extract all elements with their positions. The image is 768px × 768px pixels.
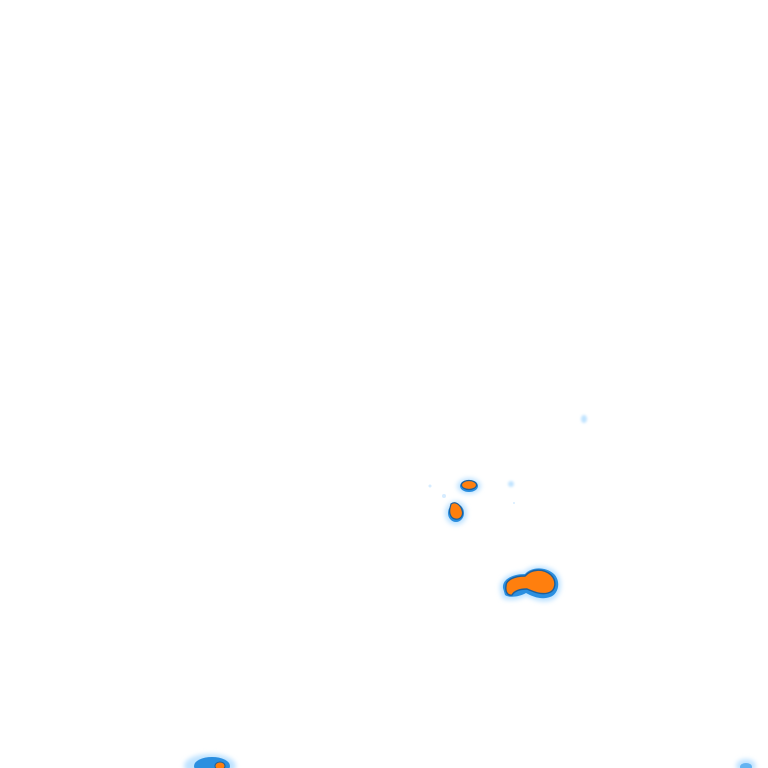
light-precipitation-specks [428,415,587,504]
cell-central-large[interactable] [499,566,561,602]
speck [442,494,446,498]
speck [428,484,432,488]
cell-west-small[interactable] [445,501,467,525]
cell-bottom-right[interactable] [736,759,756,768]
speck [581,415,587,423]
speck [513,502,515,504]
cell-bottom-left[interactable] [184,754,236,768]
speck [508,481,514,487]
cell-north-small[interactable] [457,478,481,494]
